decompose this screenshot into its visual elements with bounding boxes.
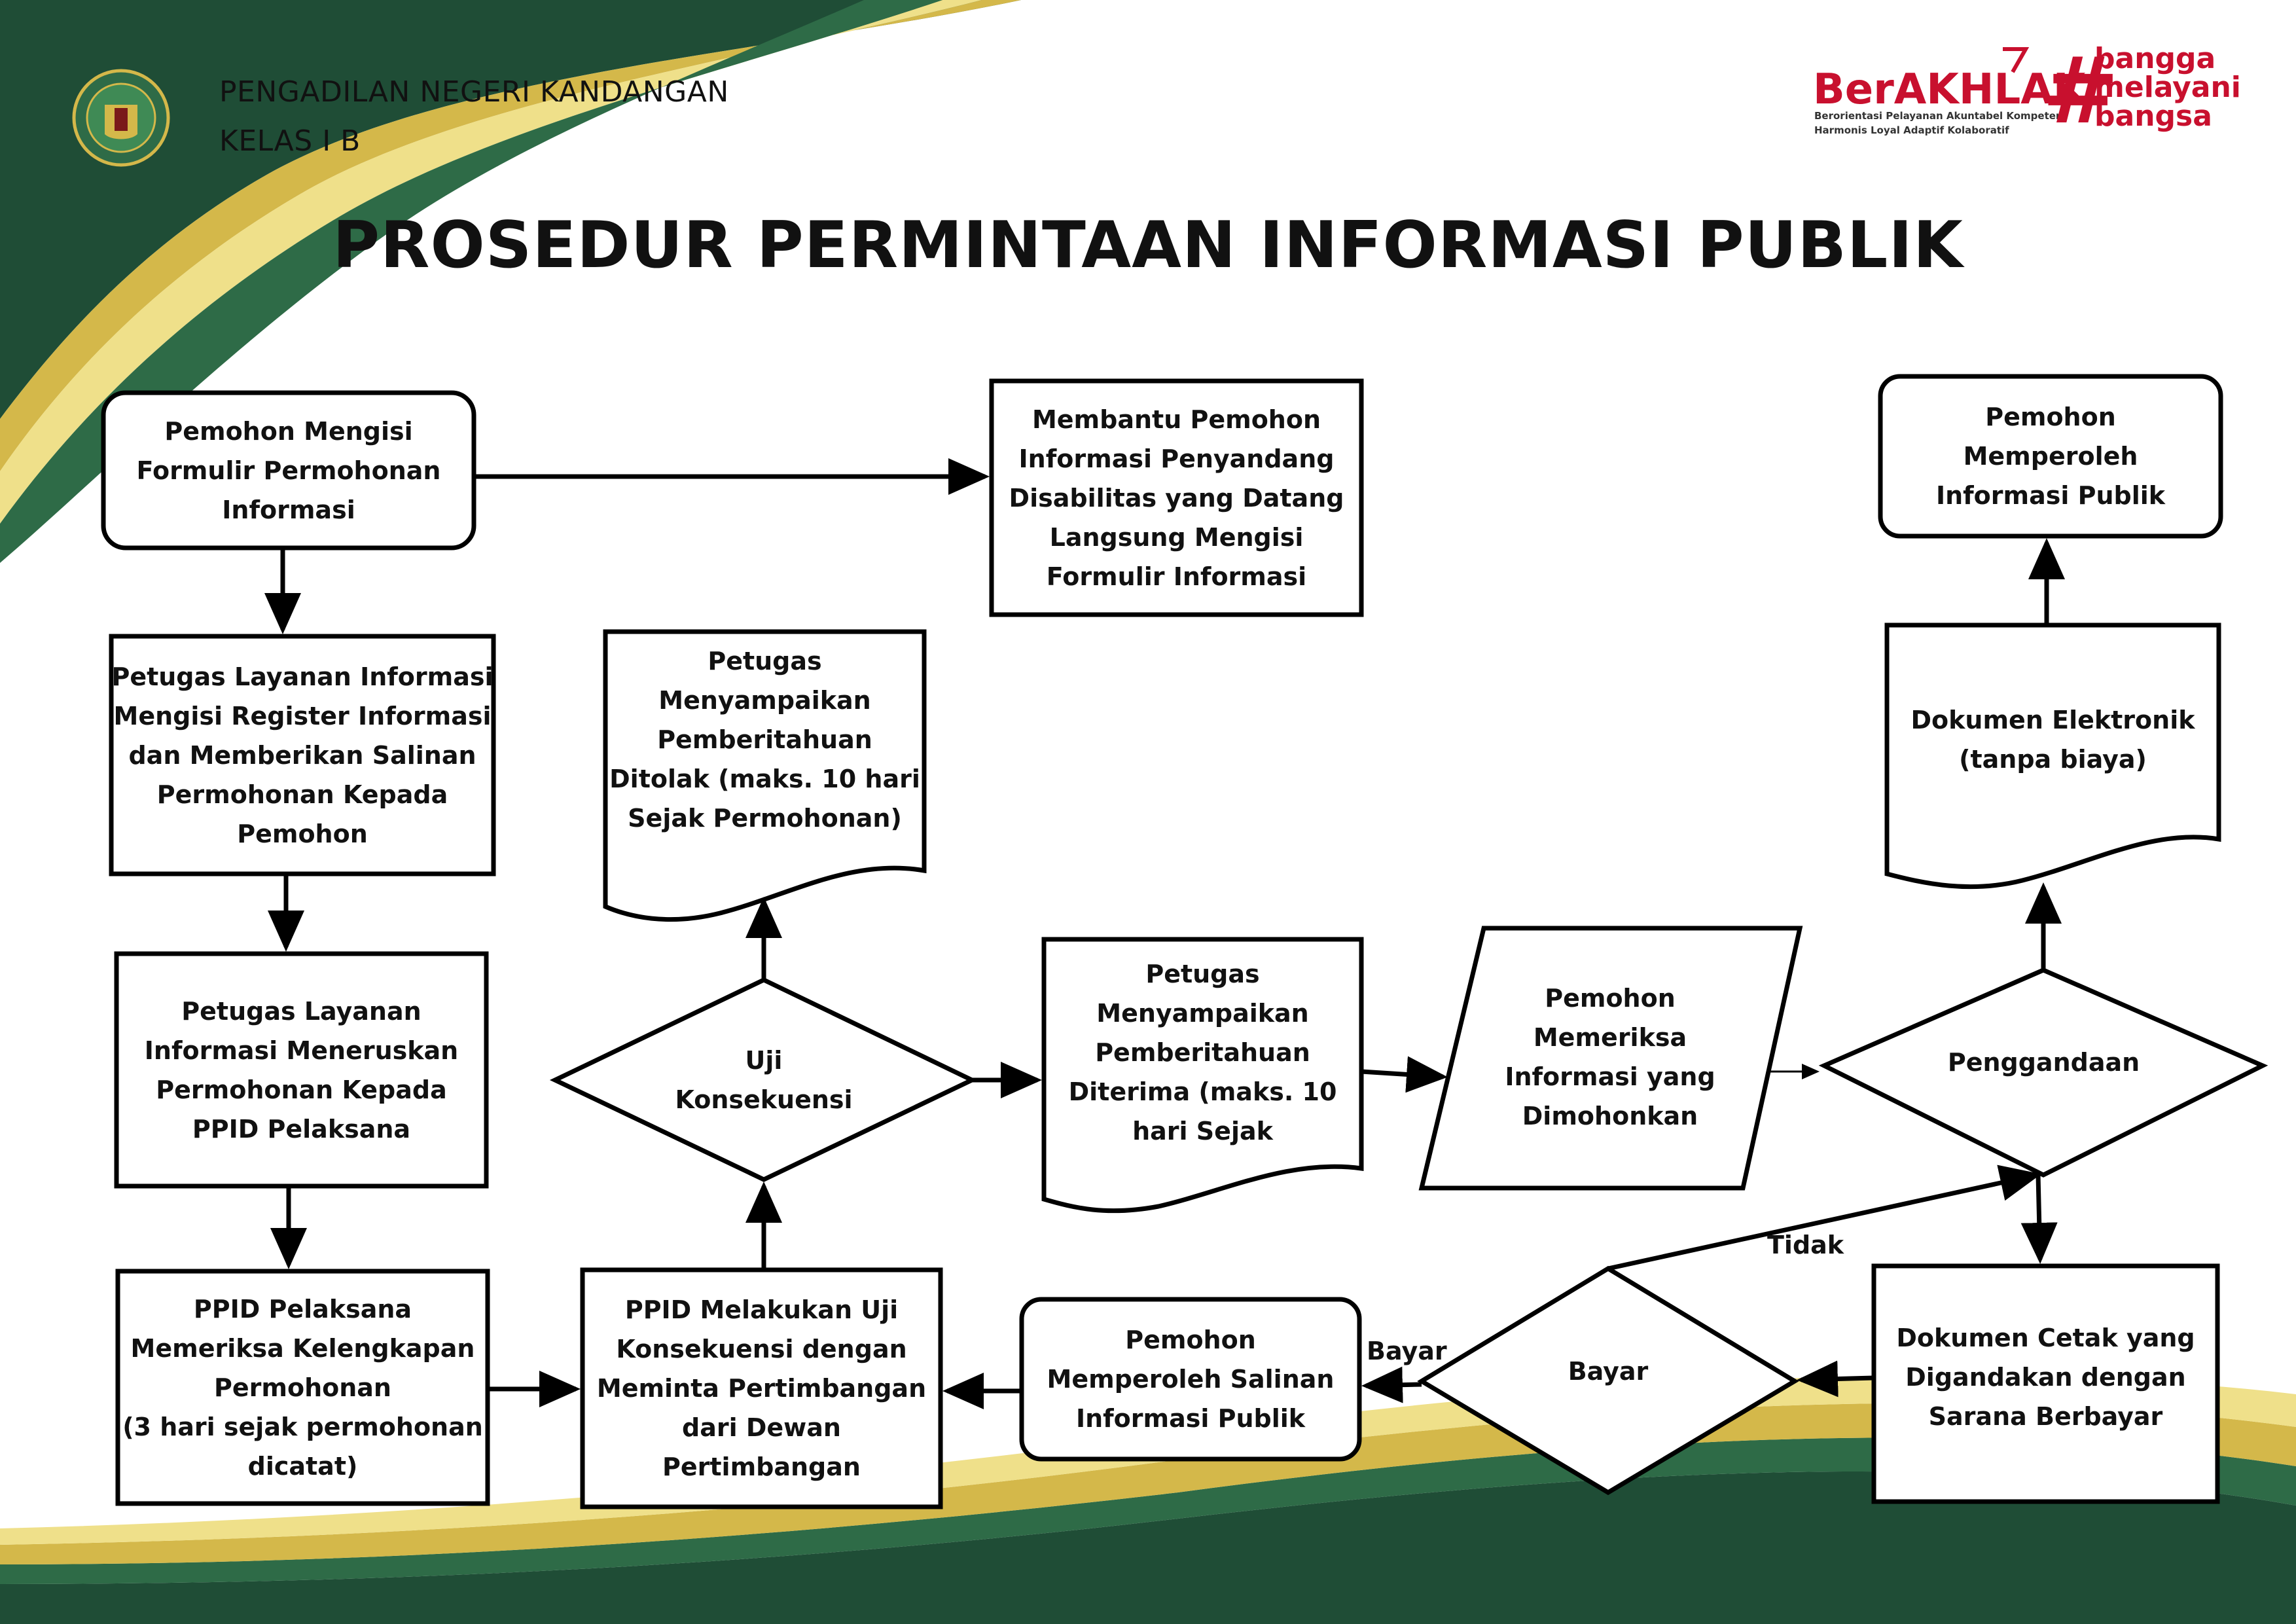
node-bayar-label: Bayar [1568, 1357, 1649, 1386]
node-salinan-informasi [1019, 1297, 1362, 1462]
node-dokumen-cetak-label: Dokumen Cetak yang Digandakan dengan Sar… [1896, 1324, 2195, 1431]
org-class: KELAS I B [219, 124, 361, 158]
node-penggandaan-label: Penggandaan [1947, 1048, 2140, 1077]
berakhlak-tagline-1: Berorientasi Pelayanan Akuntabel Kompete… [1814, 110, 2063, 122]
edge-bayar-to-salinan [1361, 1366, 1422, 1403]
bangga-text: bangga [2094, 42, 2216, 75]
bangsa-text: bangsa [2094, 99, 2212, 133]
node-dokumen-elektronik-label: Dokumen Elektronik (tanpa biaya) [1910, 706, 2195, 774]
node-pemberitahuan-ditolak-label: Petugas Menyampaikan Pemberitahuan Ditol… [609, 647, 920, 833]
node-uji-konsekuensi-label: Uji Konsekuensi [675, 1046, 853, 1114]
node-pemberitahuan-diterima-label: Petugas Menyampaikan Pemberitahuan Diter… [1068, 959, 1337, 1146]
node-penggandaan [1818, 967, 2269, 1178]
bottom-green-band [0, 1437, 2296, 1584]
node-dokumen-elektronik [1884, 623, 2221, 890]
node-dokumen-cetak [1871, 1263, 2220, 1504]
node-pemberitahuan-diterima [1041, 937, 1364, 1214]
node-uji-dewan [580, 1267, 943, 1509]
node-teruskan-ppid-label: Petugas Layanan Informasi Meneruskan Per… [144, 996, 459, 1144]
bottom-dark-swoosh [0, 1471, 2296, 1624]
berakhlak-accent-icon [2003, 47, 2030, 73]
edge-label-bayar: Bayar [1367, 1337, 1447, 1365]
edge-label-tidak: Tidak [1767, 1231, 1844, 1259]
edge-diterima-to-memeriksa [1361, 1056, 1448, 1093]
node-bayar [1417, 1265, 1799, 1496]
node-uji-konsekuensi [549, 977, 978, 1182]
node-isi-formulir [101, 390, 476, 550]
page-title: PROSEDUR PERMINTAAN INFORMASI PUBLIK [332, 208, 1964, 283]
node-salinan-informasi-label: Pemohon Memperoleh Salinan Informasi Pub… [1047, 1326, 1335, 1433]
node-teruskan-ppid [114, 951, 489, 1189]
court-emblem-icon [72, 69, 170, 167]
melayani-text: melayani [2094, 71, 2241, 104]
node-pemberitahuan-ditolak [603, 629, 927, 922]
node-periksa-kelengkapan [115, 1269, 490, 1506]
top-left-dark-swoosh [0, 0, 1021, 419]
bangga-melayani-bangsa-logo: bangga melayani bangsa [2094, 45, 2241, 131]
node-bantu-disabilitas-label: Membantu Pemohon Informasi Penyandang Di… [1009, 405, 1344, 591]
berakhlak-tagline-2: Harmonis Loyal Adaptif Kolaboratif [1814, 124, 2009, 136]
node-uji-dewan-label: PPID Melakukan Uji Konsekuensi dengan Me… [596, 1295, 927, 1481]
node-memeriksa-informasi [1418, 926, 1803, 1191]
node-register-informasi-label: Petugas Layanan Informasi Mengisi Regist… [111, 662, 493, 848]
node-isi-formulir-label: Pemohon Mengisi Formulir Permohonan Info… [136, 416, 441, 524]
node-periksa-kelengkapan-label: PPID Pelaksana Memeriksa Kelengkapan Per… [122, 1294, 483, 1481]
berakhlak-logo-text: BerAKHLAK [1813, 65, 2086, 114]
edge-cetak-to-bayar [1797, 1360, 1874, 1398]
top-left-gold-band [0, 0, 1021, 471]
node-register-informasi [109, 634, 496, 876]
node-memperoleh-informasi-label: Pemohon Memperoleh Informasi Publik [1935, 403, 2166, 510]
node-bantu-disabilitas [989, 378, 1364, 617]
hashtag-icon: # [2042, 38, 2119, 145]
edge-bayar-tidak-to-penggandaan [1607, 1164, 2041, 1271]
bottom-gold-band [0, 1403, 2296, 1564]
edge-penggandaan-to-cetak [2020, 1174, 2058, 1264]
node-memperoleh-informasi [1878, 374, 2223, 539]
org-name: PENGADILAN NEGERI KANDANGAN [219, 75, 729, 109]
node-memeriksa-informasi-label: Pemohon Memeriksa Informasi yang Dimohon… [1505, 984, 1715, 1130]
